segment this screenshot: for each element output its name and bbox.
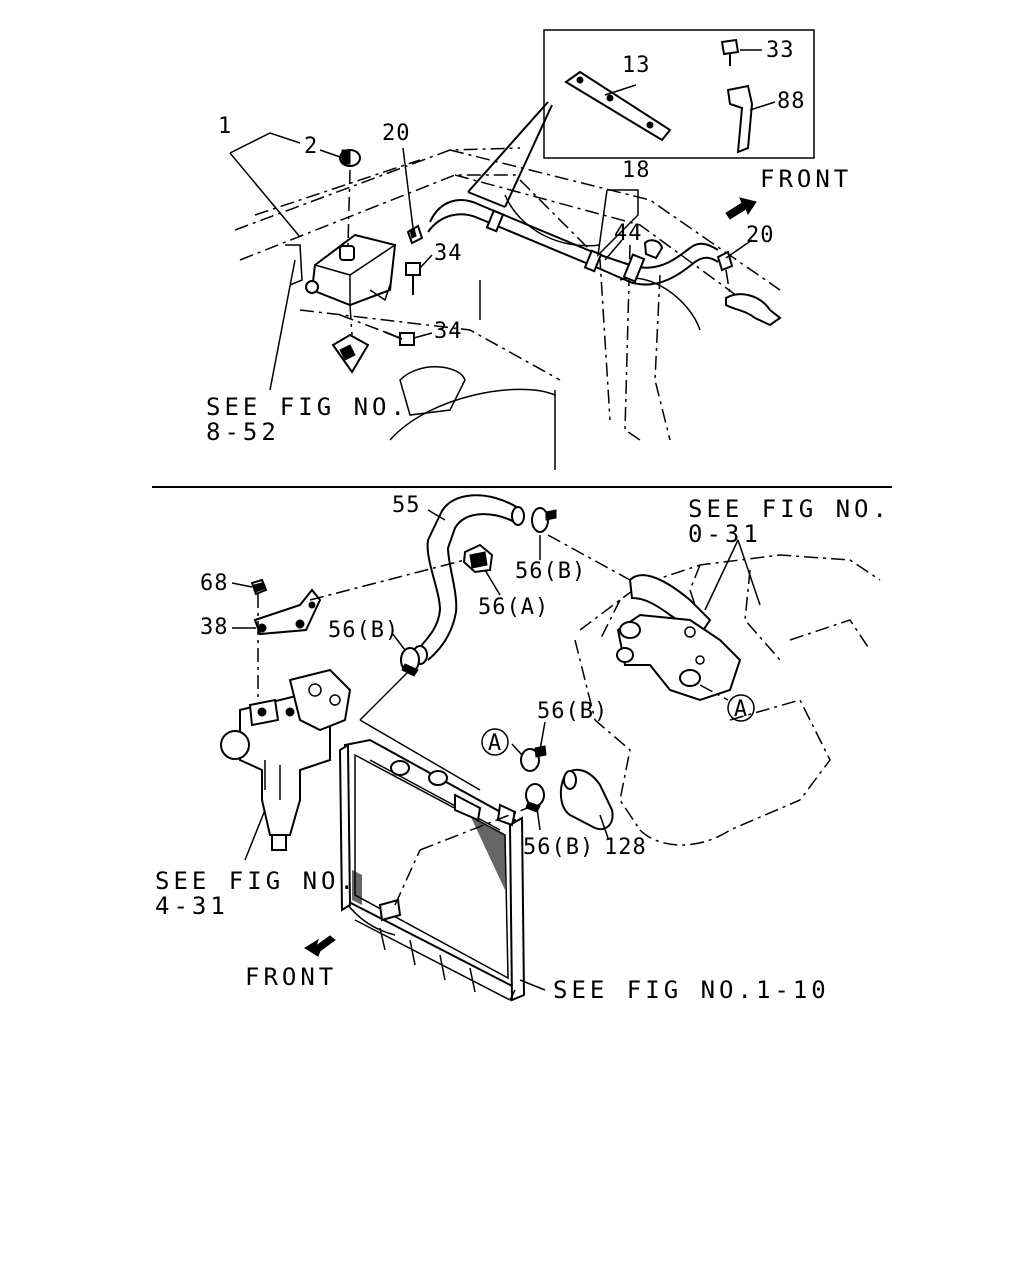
- bolt-34-upper: [405, 262, 421, 295]
- callout-33: 33: [766, 38, 795, 63]
- callout-34-upper: 34: [434, 241, 463, 266]
- callout-55: 55: [392, 493, 421, 518]
- callout-38: 38: [200, 615, 229, 640]
- hose-clamp-top: [531, 507, 631, 581]
- svg-text:A: A: [734, 697, 748, 722]
- front-label-top: FRONT: [760, 165, 852, 193]
- bracket-38: [253, 588, 322, 636]
- callout-56b-top: 56(B): [515, 559, 586, 584]
- reservoir-tank: [285, 233, 397, 307]
- callout-128: 128: [604, 835, 647, 860]
- callout-34-lower: 34: [434, 319, 463, 344]
- callout-44: 44: [614, 221, 643, 246]
- callout-68: 68: [200, 571, 229, 596]
- hose-clip-56a: [462, 543, 494, 574]
- radiator-core-shading: [352, 815, 505, 905]
- circle-a-marker-left: A: [481, 728, 509, 756]
- bolt-34-lower: [339, 314, 415, 346]
- thermostat-housing: [616, 574, 742, 702]
- front-label-bottom: FRONT: [245, 963, 337, 991]
- ref-8-52-line1: SEE FIG NO.: [206, 393, 409, 421]
- callout-20-right: 20: [746, 223, 775, 248]
- callout-18: 18: [622, 158, 651, 183]
- callout-20-left: 20: [382, 121, 411, 146]
- svg-text:A: A: [488, 731, 502, 756]
- radiator-upper-hose: [412, 494, 525, 665]
- radiator-lower-hose: [559, 768, 614, 830]
- bottom-assembly: [220, 494, 881, 1002]
- front-arrow-top-icon: [725, 197, 757, 220]
- clip-20-left: [406, 224, 424, 245]
- callout-56b-lower-right: 56(B): [523, 835, 594, 860]
- steering-gear: [220, 668, 352, 861]
- callout-88: 88: [777, 89, 806, 114]
- top-assembly: [229, 29, 815, 470]
- circle-a-marker-right: A: [727, 694, 755, 722]
- callout-1: 1: [218, 114, 232, 139]
- callout-56b-upper-right: 56(B): [537, 699, 608, 724]
- callout-13: 13: [622, 53, 651, 78]
- callout-56a: 56(A): [478, 595, 549, 620]
- callout-2: 2: [304, 134, 318, 159]
- ref-1-10: SEE FIG NO.1-10: [553, 976, 830, 1004]
- ref-0-31-line1: SEE FIG NO.: [688, 495, 891, 523]
- ref-4-31-line2: 4-31: [155, 892, 229, 920]
- hose-clamp-upper-right: [520, 745, 547, 772]
- ref-0-31-line2: 0-31: [688, 520, 762, 548]
- reservoir-cap: [339, 149, 361, 246]
- ref-4-31-line1: SEE FIG NO.: [155, 867, 358, 895]
- radiator: [338, 738, 526, 1002]
- callout-56b-left: 56(B): [328, 618, 399, 643]
- front-arrow-bottom-icon: [304, 935, 336, 957]
- hose-clamp-left: [400, 647, 420, 677]
- hose-assembly-top: [427, 199, 719, 286]
- detail-inset: [467, 29, 815, 208]
- hose-clamp-lower-right: [525, 783, 545, 813]
- nut-68: [250, 578, 268, 596]
- ref-8-52-line2: 8-52: [206, 418, 280, 446]
